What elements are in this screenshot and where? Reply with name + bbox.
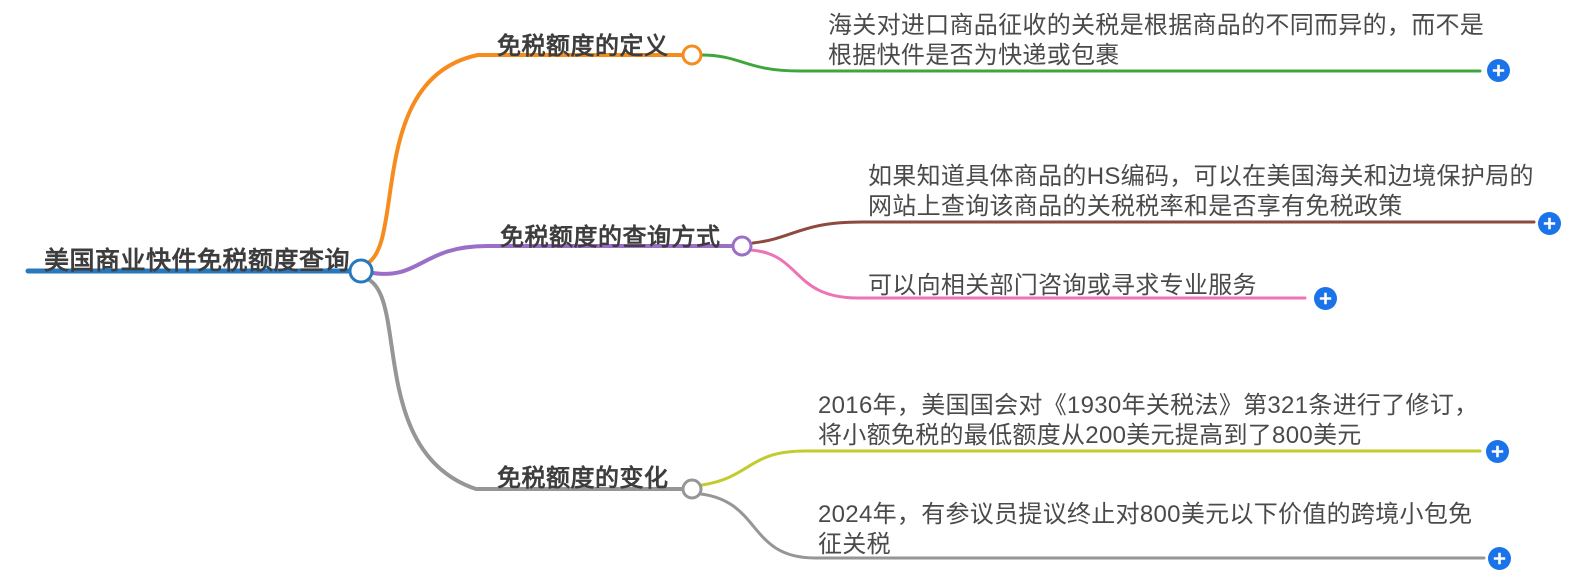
leaf2-text[interactable]: 如果知道具体商品的HS编码，可以在美国海关和边境保护局的网站上查询该商品的关税税…	[868, 163, 1534, 220]
plus-icon	[1486, 440, 1509, 463]
plus-icon	[1487, 59, 1510, 82]
leaf1-text[interactable]: 海关对进口商品征收的关税是根据商品的不同而异的，而不是根据快件是否为快递或包裹	[828, 12, 1485, 69]
plus-icon	[1488, 547, 1511, 570]
add-child-button-leaf2[interactable]	[1538, 212, 1561, 235]
branch2-node-circle[interactable]	[731, 235, 753, 257]
leaf4-text[interactable]: 2016年，美国国会对《1930年关税法》第321条进行了修订，将小额免税的最低…	[818, 392, 1479, 449]
plus-icon	[1538, 212, 1561, 235]
connector-root-to-branch2	[371, 244, 734, 276]
root-node-label[interactable]: 美国商业快件免税额度查询	[44, 247, 351, 275]
connector-root-to-branch3	[363, 276, 684, 491]
leaf3-text[interactable]: 可以向相关部门咨询或寻求专业服务	[868, 272, 1257, 299]
connector-root-to-branch1	[364, 53, 684, 266]
root-node-circle[interactable]	[348, 258, 374, 284]
add-child-button-leaf1[interactable]	[1487, 59, 1510, 82]
branch2-label[interactable]: 免税额度的查询方式	[500, 224, 721, 251]
connector-branch3-to-leaf5	[699, 492, 1486, 560]
connector-branch2-to-leaf2	[751, 220, 1536, 245]
branch1-label[interactable]: 免税额度的定义	[497, 33, 669, 60]
connector-branch3-to-leaf4	[700, 449, 1482, 487]
plus-icon	[1314, 287, 1337, 310]
connector-branch2-to-leaf3	[749, 248, 1307, 300]
branch1-node-circle[interactable]	[681, 44, 703, 66]
branch3-node-circle[interactable]	[681, 478, 703, 500]
connector-branch1-to-leaf1	[699, 53, 1482, 73]
add-child-button-leaf5[interactable]	[1488, 547, 1511, 570]
leaf5-text[interactable]: 2024年，有参议员提议终止对800美元以下价值的跨境小包免征关税	[818, 501, 1473, 558]
add-child-button-leaf3[interactable]	[1314, 287, 1337, 310]
add-child-button-leaf4[interactable]	[1486, 440, 1509, 463]
branch3-label[interactable]: 免税额度的变化	[497, 465, 669, 492]
